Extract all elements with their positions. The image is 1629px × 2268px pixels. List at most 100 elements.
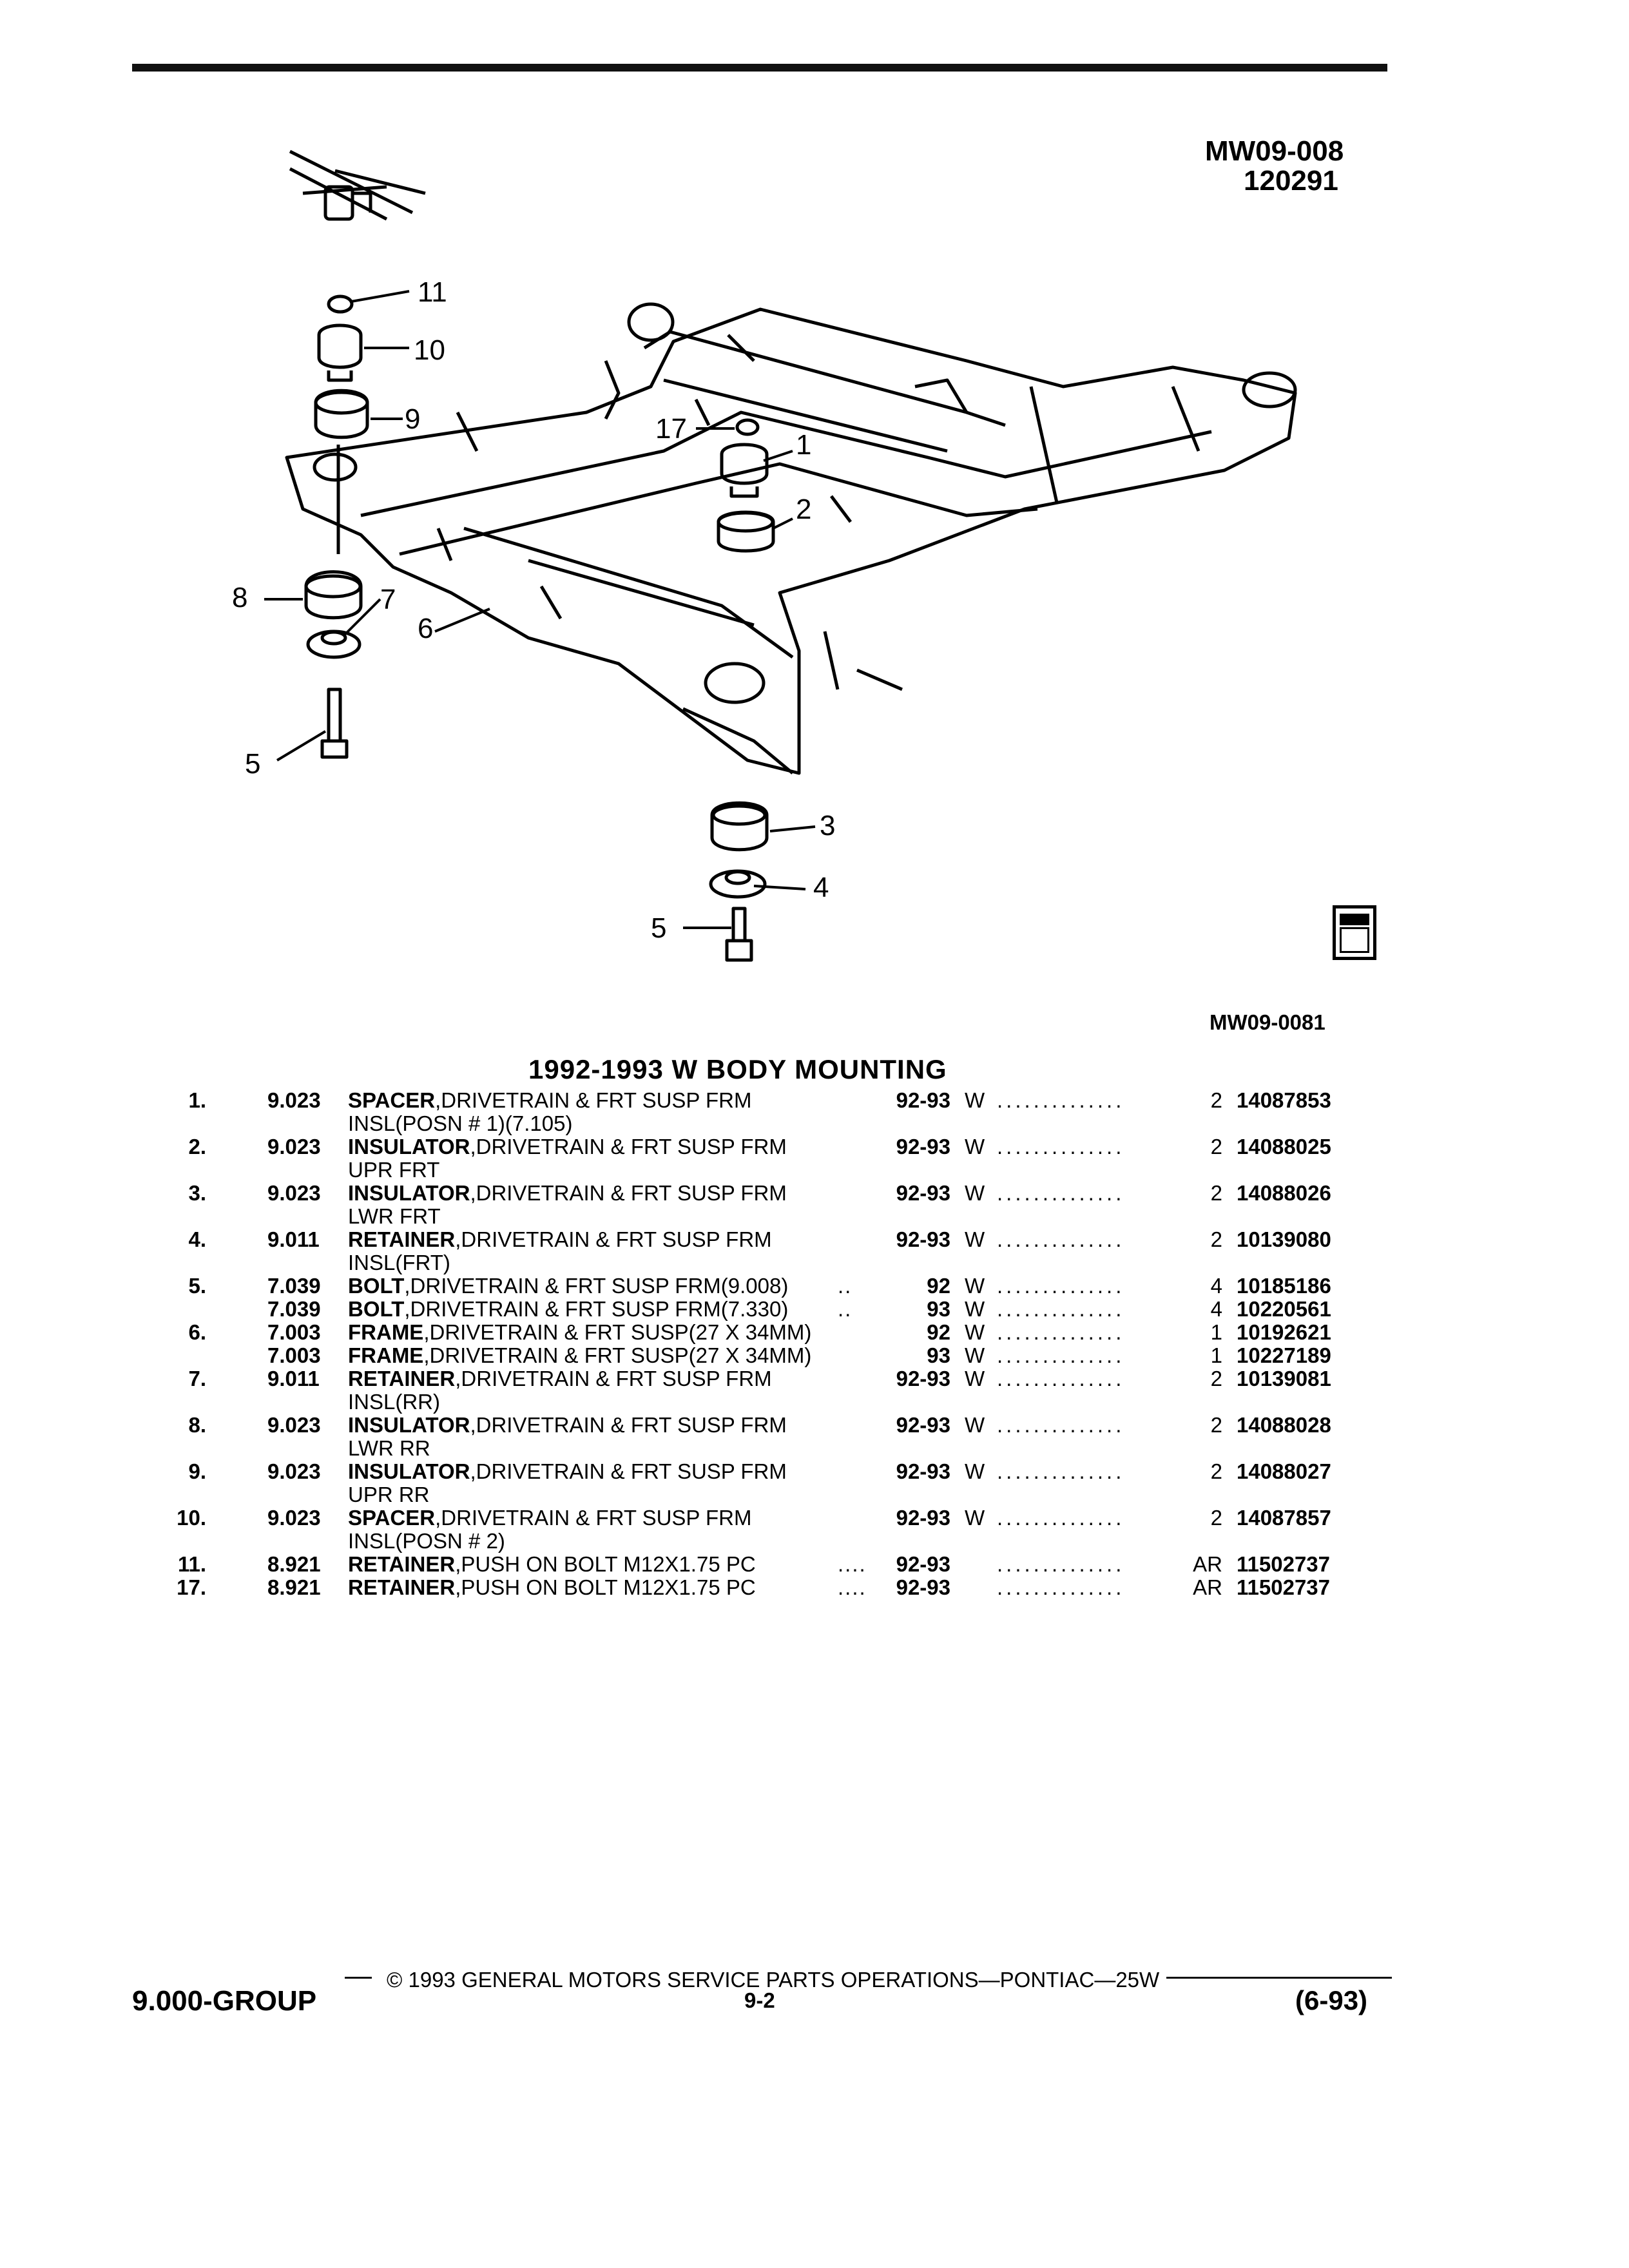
callout-2: 2 — [796, 494, 811, 525]
leader-dots: .. — [838, 1274, 853, 1298]
quantity: 1 — [1210, 1343, 1222, 1367]
section-title: 1992-1993 W BODY MOUNTING — [528, 1054, 947, 1084]
group-code: 9.023 — [267, 1459, 321, 1483]
body-code: W — [965, 1367, 985, 1390]
group-code: 8.921 — [267, 1552, 321, 1576]
dot-leader: .............. — [997, 1575, 1125, 1599]
group-code: 7.003 — [267, 1320, 321, 1344]
item-number: 6. — [188, 1320, 206, 1344]
leader-dots: .... — [838, 1552, 867, 1576]
item-number: 1. — [188, 1088, 206, 1112]
part-number: 10192621 — [1237, 1320, 1331, 1344]
part-description: ,DRIVETRAIN & FRT SUSP FRM — [470, 1135, 787, 1158]
part-subdescription: UPR FRT — [348, 1158, 440, 1182]
model-years: 92-93 — [896, 1575, 950, 1599]
footer-copyright: © 1993 GENERAL MOTORS SERVICE PARTS OPER… — [387, 1968, 1160, 1992]
callout-17: 17 — [655, 413, 687, 445]
quantity: 2 — [1210, 1459, 1222, 1483]
quantity: 1 — [1210, 1320, 1222, 1344]
part-description: ,DRIVETRAIN & FRT SUSP FRM — [470, 1459, 787, 1483]
body-code: W — [965, 1413, 985, 1437]
part-description: ,DRIVETRAIN & FRT SUSP(27 X 34MM) — [423, 1320, 812, 1344]
callout-5-bottom: 5 — [651, 912, 666, 944]
part-subdescription: INSL(POSN # 2) — [348, 1529, 505, 1553]
part-name: RETAINER — [348, 1552, 456, 1576]
part-name: INSULATOR — [348, 1181, 470, 1205]
part-name: FRAME — [348, 1320, 424, 1344]
leader-dots — [838, 1228, 873, 1274]
part-subdescription: UPR RR — [348, 1483, 430, 1506]
group-code: 9.011 — [267, 1367, 320, 1390]
part-subdescription: LWR FRT — [348, 1204, 441, 1228]
part-description: ,DRIVETRAIN & FRT SUSP FRM(9.008) — [404, 1274, 789, 1298]
quantity: 2 — [1210, 1181, 1222, 1205]
footer-page-number: 9-2 — [744, 1988, 775, 2012]
part-number: 10220561 — [1237, 1297, 1331, 1321]
gm-spo-logo — [1333, 905, 1376, 960]
part-number: 11502737 — [1237, 1552, 1331, 1576]
part-description: ,DRIVETRAIN & FRT SUSP FRM — [455, 1227, 772, 1251]
quantity: 2 — [1210, 1227, 1222, 1251]
part-number: 14088028 — [1237, 1413, 1331, 1437]
callout-10: 10 — [414, 334, 445, 366]
part-name: RETAINER — [348, 1227, 456, 1251]
leader-dots — [838, 1414, 873, 1460]
model-years: 92-93 — [896, 1181, 950, 1205]
leader-dots: .... — [838, 1575, 867, 1599]
dot-leader: .............. — [997, 1552, 1125, 1576]
item-number — [148, 1298, 267, 1321]
body-mount-inset — [289, 149, 426, 221]
quantity: 2 — [1210, 1088, 1222, 1112]
callout-6: 6 — [418, 613, 433, 644]
part-subdescription: INSL(FRT) — [348, 1251, 450, 1274]
model-years: 92-93 — [896, 1506, 950, 1530]
model-years: 92-93 — [896, 1227, 950, 1251]
item-number — [148, 1344, 267, 1367]
leader-lines — [264, 290, 816, 929]
item-number: 7. — [188, 1367, 206, 1390]
item-number: 5. — [188, 1274, 206, 1298]
group-code: 9.023 — [267, 1088, 321, 1112]
quantity: 2 — [1210, 1135, 1222, 1158]
illustration-date: 120291 — [1244, 165, 1338, 197]
callout-4: 4 — [813, 872, 829, 903]
part-description: ,DRIVETRAIN & FRT SUSP(27 X 34MM) — [423, 1343, 812, 1367]
group-code: 8.921 — [267, 1575, 321, 1599]
model-years: 92-93 — [896, 1088, 950, 1112]
dot-leader: .............. — [997, 1135, 1125, 1158]
leader-dots — [838, 1506, 873, 1553]
part-number: 14087853 — [1237, 1088, 1331, 1112]
dot-leader: .............. — [997, 1088, 1125, 1112]
model-years: 92-93 — [896, 1459, 950, 1483]
part-subdescription: INSL(POSN # 1)(7.105) — [348, 1111, 573, 1135]
leader-dots — [838, 1321, 873, 1344]
footer-rule-left — [345, 1977, 372, 1979]
quantity: AR — [1193, 1575, 1222, 1599]
description: BOLT,DRIVETRAIN & FRT SUSP FRM(7.330) — [348, 1298, 838, 1321]
part-number: 10227189 — [1237, 1343, 1331, 1367]
part-number: 10139080 — [1237, 1227, 1331, 1251]
part-description: ,DRIVETRAIN & FRT SUSP FRM — [455, 1367, 772, 1390]
description: FRAME,DRIVETRAIN & FRT SUSP(27 X 34MM) — [348, 1321, 838, 1344]
dot-leader: .............. — [997, 1181, 1125, 1205]
part-number: 10185186 — [1237, 1274, 1331, 1298]
leader-dots — [838, 1367, 873, 1414]
leader-dots — [838, 1344, 873, 1367]
part-description: ,DRIVETRAIN & FRT SUSP FRM(7.330) — [404, 1297, 789, 1321]
part-name: SPACER — [348, 1506, 436, 1530]
item-number: 17. — [177, 1575, 206, 1599]
part-subdescription: INSL(RR) — [348, 1390, 441, 1414]
